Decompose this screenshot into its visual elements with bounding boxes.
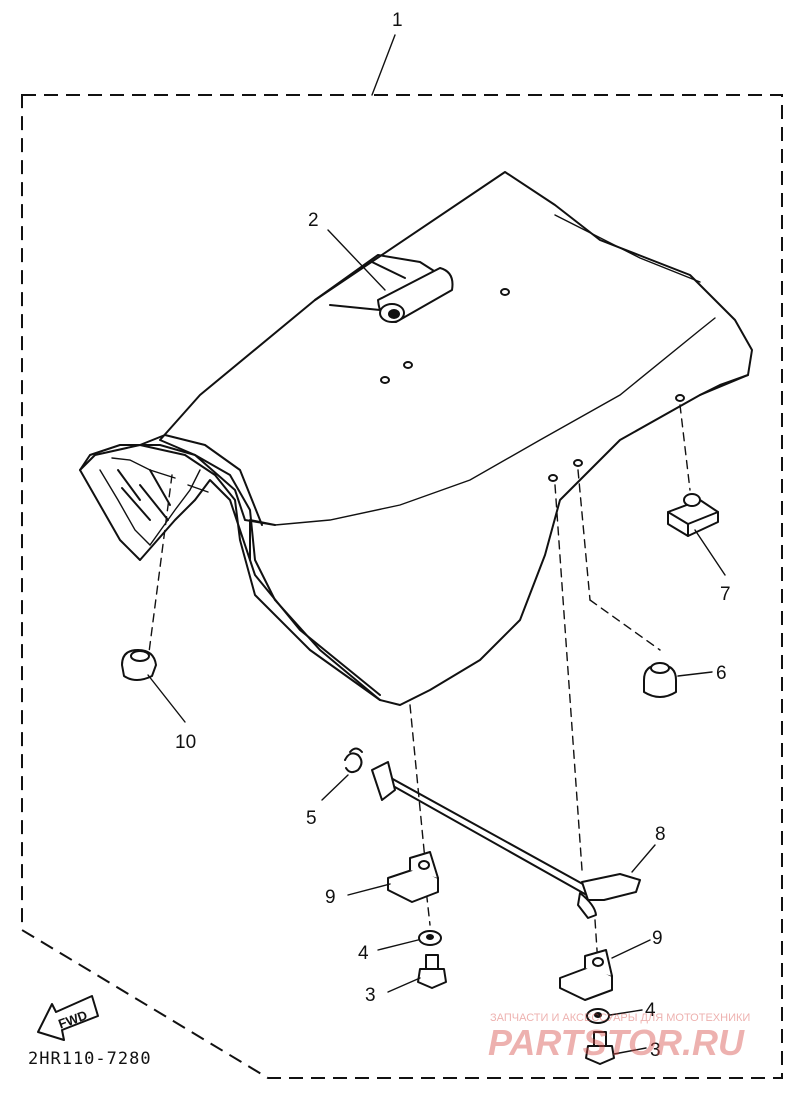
callout-3a: 3 (365, 985, 376, 1006)
leader-9a (347, 883, 391, 896)
callout-10: 10 (175, 732, 196, 753)
leader-9b (611, 939, 651, 959)
bracket-left (387, 851, 439, 903)
nut-plate (667, 493, 719, 537)
lock-rod (371, 761, 641, 919)
seat-holes (380, 288, 685, 482)
callout-9a: 9 (325, 887, 336, 908)
callout-4a: 4 (358, 943, 369, 964)
leader-2 (327, 229, 386, 291)
callout-7: 7 (720, 584, 731, 605)
watermark-line1: ЗАПЧАСТИ И АКСЕССУАРЫ ДЛЯ МОТОТЕХНИКИ (490, 1012, 750, 1024)
leader-3b (613, 1047, 647, 1055)
callout-2: 2 (308, 210, 319, 231)
leader-4b (609, 1009, 643, 1016)
callout-3b: 3 (650, 1040, 661, 1061)
leader-7 (694, 529, 726, 576)
damper-6 (643, 662, 677, 698)
callout-6: 6 (716, 663, 727, 684)
leader-4a (377, 939, 419, 951)
watermark-line2: PARTSTOR.RU (488, 1022, 745, 1063)
watermark: ЗАПЧАСТИ И АКСЕССУАРЫ ДЛЯ МОТОТЕХНИКИ PA… (488, 1012, 750, 1063)
leader-5 (321, 774, 349, 801)
seat (79, 171, 753, 706)
seat-hook (377, 267, 454, 323)
leader-3a (387, 977, 421, 993)
bracket-right (559, 949, 613, 1001)
drawing-code: 2HR110-7280 (28, 1049, 152, 1069)
assembly-lines (147, 404, 691, 966)
bolt-left (417, 954, 447, 989)
callout-1: 1 (392, 10, 403, 31)
washer-left (418, 930, 442, 946)
washer-right (586, 1008, 610, 1024)
leader-10 (147, 674, 186, 723)
callout-4b: 4 (645, 1000, 656, 1021)
callout-5: 5 (306, 808, 317, 829)
fwd-arrow: FWD (37, 995, 99, 1041)
bolt-right (585, 1031, 615, 1065)
leader-8 (631, 844, 656, 873)
damper-10 (121, 649, 157, 681)
callout-9b: 9 (652, 928, 663, 949)
clip (344, 747, 363, 774)
leader-1 (371, 34, 396, 96)
leader-6 (677, 671, 713, 677)
callout-8: 8 (655, 824, 666, 845)
